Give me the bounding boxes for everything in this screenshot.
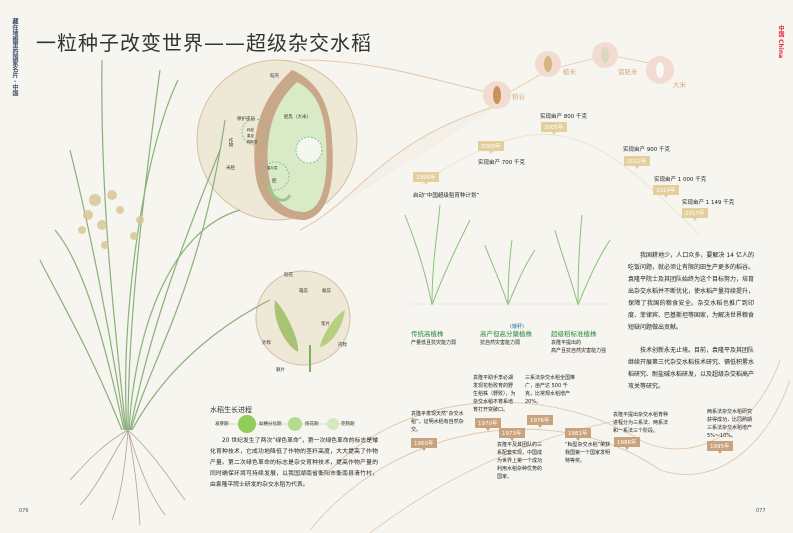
yield-year-2005: 2005年 [541, 122, 567, 135]
history-year-1970: 1970年 [475, 418, 501, 431]
stage-dot-flowering [288, 417, 302, 431]
history-note-1976: 三系法杂交水稻全国推广，亩产达 500 千克，比常规水稻增产 20%。 [525, 375, 576, 405]
label-lodicule: 浆片 [321, 322, 330, 327]
history-note-1986: 袁隆平提出杂交水稻育种进程分为三系法、两系法和一系法三个阶段。 [613, 412, 669, 434]
germ-rice-icon [601, 47, 609, 63]
lemma-shape [274, 300, 299, 352]
brand-label: 中国 China [777, 25, 784, 59]
main-rice-plant [39, 59, 271, 431]
connector-line [299, 59, 501, 96]
rice-panicles [78, 190, 144, 249]
yield-year-2000: 2000年 [478, 141, 504, 154]
yield-year-1996: 1996年 [413, 172, 439, 185]
stage-flowering: 扬花期 [305, 422, 319, 427]
page-number-right: 077 [756, 508, 766, 514]
history-note-1981: “籼型杂交水稻”荣获我国第一个国家发明特等奖。 [565, 442, 611, 464]
yield-note-2000: 实现亩产 700 千克 [478, 160, 525, 166]
stage-dot-tillering [238, 415, 256, 433]
intro-paragraph-1: 我国耕地少，人口众多，要解决 14 亿人的吃饭问题，就必须让有限的田生产更多的稻… [628, 252, 755, 331]
growth-paragraph: 20 世纪发生了两次“绿色革命”，第一次绿色革命的标志是矮化育种技术，它成功地降… [210, 438, 378, 488]
label-husk: 稻壳 [270, 74, 279, 79]
stage-panicle: 幼穗分化期 [259, 422, 282, 427]
yield-arc [419, 133, 701, 236]
layer-detail-circle [241, 118, 269, 146]
yield-note-2012: 实现亩产 900 千克 [623, 147, 670, 153]
yield-year-2014: 2014年 [653, 185, 679, 198]
plant-desc-super: 袁隆平提出的 高产且抗自然灾害能力强 [551, 340, 607, 354]
white-rice-icon [656, 62, 664, 78]
history-year-1960: 1960年 [411, 438, 437, 451]
connector-lens [299, 104, 501, 231]
brown-rice-icon [544, 56, 552, 72]
label-embryo: 胚 [272, 179, 277, 184]
history-note-1973: 袁隆平及其团队的三系配套实现，中国成为世界上第一个成功利用水稻杂种优势的国家。 [497, 442, 543, 480]
label-seedcoat: 果皮 [247, 134, 254, 138]
history-note-1970: 袁隆平助手李必湖发现花粉败育的野生稻株（野败），为杂交水稻不育系培育打开突破口。 [473, 375, 516, 413]
history-arc-2 [309, 379, 791, 531]
label-outer: 作物 [228, 138, 233, 147]
yield-note-2014: 实现亩产 1 000 千克 [654, 177, 707, 183]
stage-dot-ripening [327, 418, 339, 430]
grain-label-white: 大米 [673, 81, 686, 89]
plant-title-dwarf: 高产但高分蘖植株 [480, 330, 532, 338]
plant-comparison-illustrations [404, 204, 611, 306]
series-side-label: 藏在地图里的国家名片 · 中国 [11, 18, 18, 97]
embryo-detail-circle [260, 161, 290, 191]
plant-title-traditional: 传统高植株 [411, 330, 444, 338]
stage-germination: 发芽期 [215, 422, 229, 427]
flower-title: 稻花 [284, 273, 293, 278]
intro-paragraph-2: 技术创新永无止境。目前，袁隆平及其团队继续开展第三代杂交水稻技术研究、镉低积累水… [628, 347, 755, 390]
stage-ripening: 完熟期 [341, 422, 355, 427]
history-year-1973: 1973年 [499, 428, 525, 441]
label-germ: 米胚 [226, 166, 235, 171]
grain-chain-line [504, 54, 661, 96]
label-stamen: 雄蕊 [299, 289, 308, 294]
yield-note-1996: 启动“中国超级稻育种计划” [413, 193, 480, 199]
yield-year-2012: 2012年 [624, 156, 650, 169]
label-protective: 保护皮层 [237, 117, 255, 122]
label-pistil: 雌蕊 [322, 289, 331, 294]
history-year-1986: 1986年 [614, 437, 640, 450]
history-year-1995: 1995年 [707, 441, 733, 454]
history-arc-1 [329, 359, 781, 471]
history-note-1995: 两系法杂交水稻研究获得成功，比同熟期三系法杂交水稻增产 5%～10%。 [707, 409, 753, 439]
grain-label-paddy: 稻谷 [512, 93, 525, 101]
label-scutellum: 盾片层 [267, 166, 278, 170]
plant-extra-dwarf: (矮秆) [510, 324, 524, 330]
grain-label-germ: 留胚米 [618, 68, 638, 76]
yield-year-2017: 2017年 [682, 208, 708, 221]
history-note-1960: 袁隆平发现天然“杂交水稻”，证明水稻有自然杂交。 [411, 411, 464, 433]
embryo-shape [266, 184, 292, 202]
paddy-grain-icon [493, 86, 501, 104]
label-aleurone: 糊粉层 [247, 140, 258, 144]
label-pericarp: 种皮 [247, 128, 254, 132]
plant-desc-traditional: 产量低且抗灾能力弱 [411, 340, 457, 346]
label-glume: 颖片 [276, 368, 285, 373]
plant-desc-dwarf: 抗自然灾害能力弱 [480, 340, 521, 346]
label-endosperm: 胚乳（大米） [284, 115, 311, 120]
grain-label-brown: 糙米 [563, 68, 576, 76]
rice-roots [69, 429, 186, 526]
growth-title: 水稻生长进程 [210, 406, 252, 414]
label-palea: 内稃 [338, 343, 347, 348]
endosperm-detail-circle [295, 136, 323, 164]
plant-title-super: 超级稻标准植株 [551, 330, 597, 338]
yield-note-2005: 实现亩产 800 千克 [540, 114, 587, 120]
page-number-left: 076 [19, 508, 29, 514]
label-lemma: 外稃 [262, 341, 271, 346]
history-year-1981: 1981年 [565, 428, 591, 441]
history-year-1976: 1976年 [527, 415, 553, 428]
yield-note-2017: 实现亩产 1 149 千克 [682, 200, 735, 206]
palea-shape [320, 310, 345, 347]
page-title: 一粒种子改变世界——超级杂交水稻 [36, 31, 372, 55]
